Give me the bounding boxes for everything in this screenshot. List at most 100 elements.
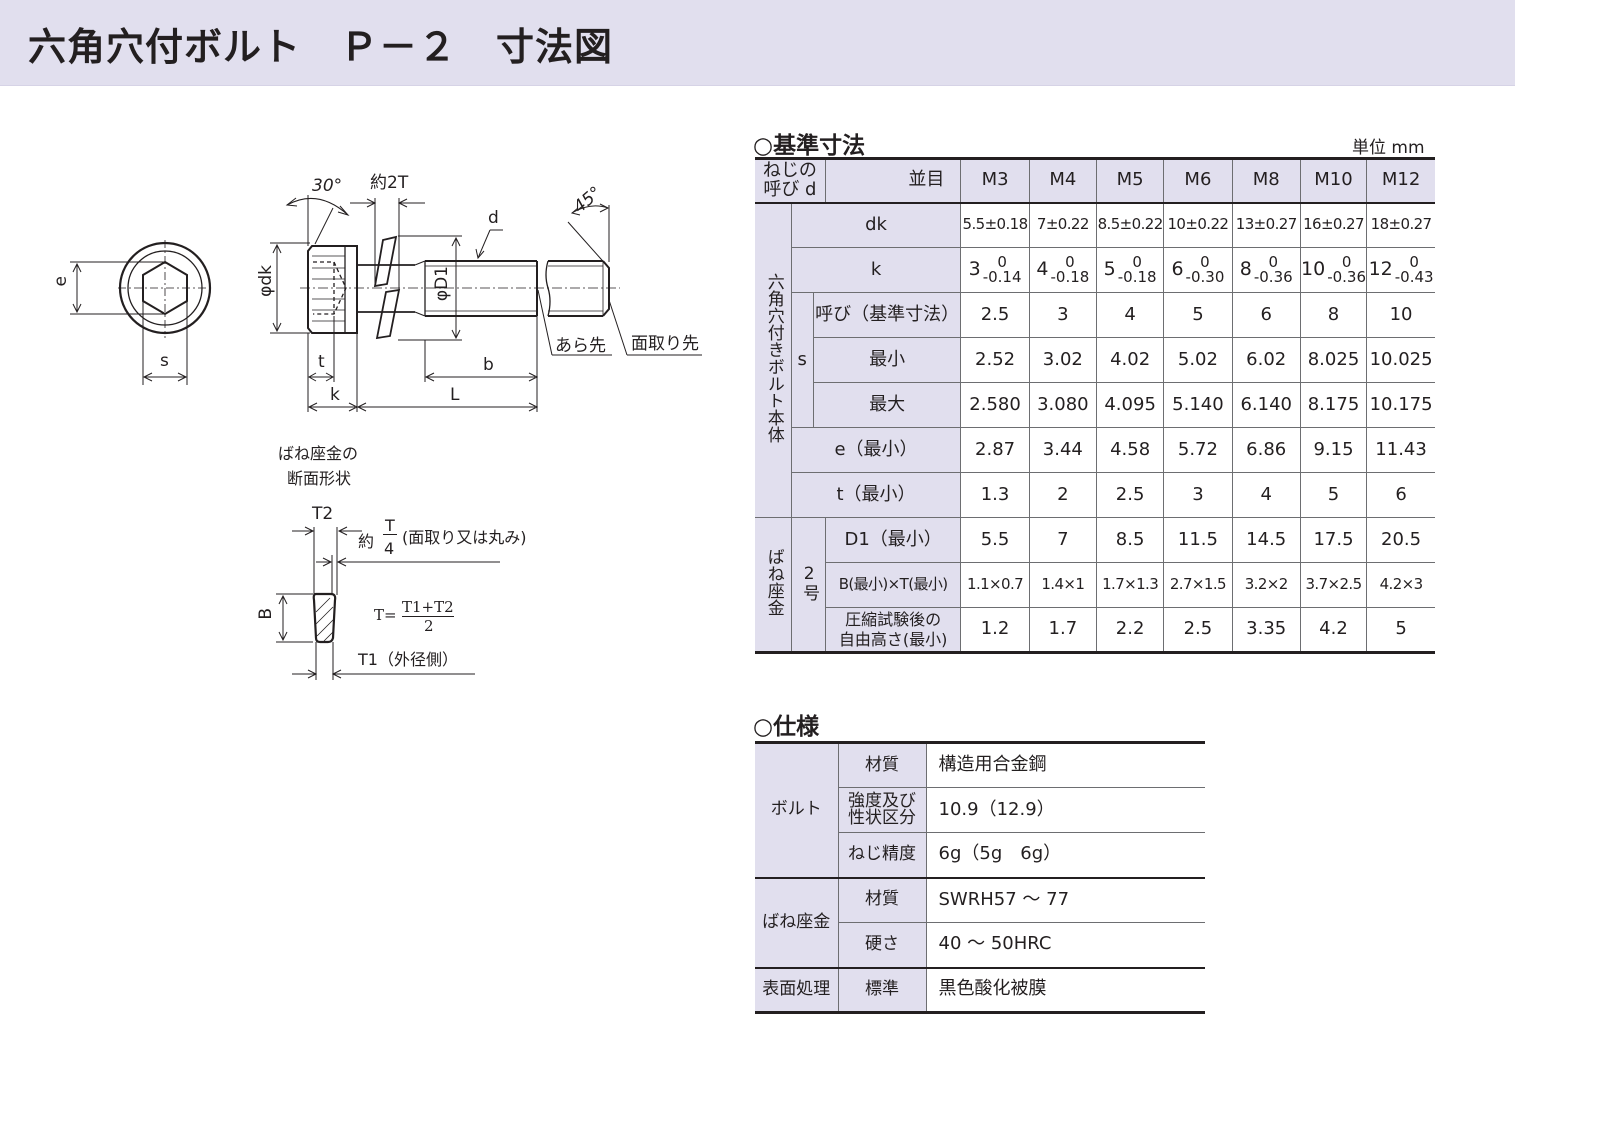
label-frac-num: T <box>383 516 397 535</box>
tol-lower: -0.36 <box>1253 268 1293 286</box>
standard-dimensions-title: ○基準寸法 <box>753 133 866 159</box>
cell: 14.5 <box>1231 517 1301 563</box>
cell: 2.2 <box>1095 607 1165 653</box>
size-m8: M8 <box>1231 158 1301 204</box>
row-label-d1-min: D1（最小） <box>824 517 962 563</box>
cell: 8.025 <box>1299 337 1368 383</box>
label-formula-den: 2 <box>424 617 434 635</box>
tol-base: 3 <box>968 258 981 281</box>
drawing-lines <box>70 195 702 680</box>
specification-title: ○仕様 <box>753 714 820 740</box>
cell: 3.080 <box>1028 382 1097 428</box>
table-row-bxt: B(最小)×T(最小) 1.1×0.7 1.4×1 1.7×1.3 2.7×1.… <box>755 562 1435 608</box>
cell: 10.025 <box>1366 337 1435 383</box>
cell: 4 <box>1231 472 1301 518</box>
cell: 10.175 <box>1366 382 1435 428</box>
cell: 4.02 <box>1095 337 1165 383</box>
label-approx-2t: 約2T <box>370 173 409 193</box>
spec-value: 構造用合金鋼 <box>925 742 1205 788</box>
cell: 6 <box>1366 472 1435 518</box>
cell: 1.4×1 <box>1028 562 1097 608</box>
label-angle-30: 30° <box>312 176 343 196</box>
label-s: s <box>160 351 169 371</box>
spec-item: 材質 <box>837 742 927 788</box>
spec-row: 硬さ 40 ～ 50HRC <box>755 922 1205 968</box>
cell: 5.140 <box>1163 382 1233 428</box>
tol-lower: -0.43 <box>1394 268 1434 286</box>
label-phi-dk: φdk <box>256 265 276 297</box>
tol-lower: -0.18 <box>1117 268 1157 286</box>
cell: 4 <box>1095 292 1165 338</box>
row-label-s-min: 最小 <box>812 337 962 383</box>
table-row-dk: 六角穴付きボルト本体 dk 5.5±0.18 7±0.22 8.5±0.22 1… <box>755 202 1435 518</box>
tol-lower: -0.14 <box>982 268 1022 286</box>
size-m6: M6 <box>1163 158 1233 204</box>
cell: 3.44 <box>1028 427 1097 473</box>
cell: 1.1×0.7 <box>960 562 1030 608</box>
spec-item: 材質 <box>837 876 927 923</box>
label-e: e <box>51 276 71 287</box>
group-s: s <box>790 292 814 428</box>
cell: 11.43 <box>1366 427 1435 473</box>
cell: 8.5±0.22 <box>1095 202 1165 248</box>
cell: 2.5 <box>1163 607 1233 653</box>
cell: 5.72 <box>1163 427 1233 473</box>
cell: 10 <box>1366 292 1435 338</box>
cell: 3 <box>1028 292 1097 338</box>
cell: 3.7×2.5 <box>1299 562 1368 608</box>
cell: 2.5 <box>960 292 1030 338</box>
spec-value: 6g（5g 6g） <box>925 832 1205 878</box>
tol-upper: 0 <box>1268 253 1279 271</box>
cell: 5 <box>1366 607 1435 653</box>
tol-base: 6 <box>1171 258 1184 281</box>
cell: 4.58 <box>1095 427 1165 473</box>
label-k: k <box>330 385 340 405</box>
free-height-label-1: 圧縮試験後の <box>845 610 942 630</box>
cell: 10±0.22 <box>1163 202 1233 248</box>
tol-upper: 0 <box>1200 253 1210 271</box>
standard-dimensions-table: ねじの呼び d 並目 M3 M4 M5 M6 M8 M10 M12 六角穴付きボ… <box>755 157 1435 654</box>
pitch-label: 並目 <box>824 158 962 204</box>
label-t2: T2 <box>312 504 334 524</box>
spec-item-line1: 強度及び <box>848 791 916 811</box>
cell: 2.87 <box>960 427 1030 473</box>
group-spring-washer: ばね座金 <box>755 517 792 653</box>
spec-group-bolt: ボルト <box>755 742 839 878</box>
table-row-d1-min: ばね座金 2号 D1（最小） 5.5 7 8.5 11.5 14.5 17.5 … <box>755 517 1435 653</box>
cell: 8.5 <box>1095 517 1165 563</box>
row-label-t-min: t（最小） <box>790 472 962 518</box>
size-m4: M4 <box>1028 158 1097 204</box>
label-l: L <box>450 385 460 405</box>
cell: 2.5 <box>1095 472 1165 518</box>
tol-upper: 0 <box>1065 253 1075 271</box>
spec-row: 強度及び性状区分 10.9（12.9） <box>755 787 1205 833</box>
spec-value: 黒色酸化被膜 <box>925 966 1205 1013</box>
spec-row: ねじ精度 6g（5g 6g） <box>755 832 1205 878</box>
group-bolt-body: 六角穴付きボルト本体 <box>755 202 792 518</box>
cell: 5.02 <box>1163 337 1233 383</box>
label-mentori-saki: 面取り先 <box>631 334 699 354</box>
row-label-k: k <box>790 247 962 293</box>
label-formula-num: T1+T2 <box>402 598 454 617</box>
spec-row: ボルト 材質 構造用合金鋼 <box>755 742 1205 878</box>
cell: 3.2×2 <box>1231 562 1301 608</box>
cell: 13±0.27 <box>1231 202 1301 248</box>
label-frac-den: 4 <box>384 539 395 558</box>
cell: 8.175 <box>1299 382 1368 428</box>
label-approx: 約 <box>358 532 375 551</box>
free-height-label-2: 自由高さ(最小) <box>838 629 948 649</box>
cell: 7±0.22 <box>1028 202 1097 248</box>
table-row-e-min: e（最小） 2.87 3.44 4.58 5.72 6.86 9.15 11.4… <box>755 427 1435 473</box>
cell: 1.7×1.3 <box>1095 562 1165 608</box>
cell: 4.2×3 <box>1366 562 1435 608</box>
cell: 5.5 <box>960 517 1030 563</box>
cell: 1.3 <box>960 472 1030 518</box>
label-ara-saki: あら先 <box>555 336 606 356</box>
spec-item: 硬さ <box>837 922 927 968</box>
cell: 2 <box>1028 472 1097 518</box>
row-label-e-min: e（最小） <box>790 427 962 473</box>
